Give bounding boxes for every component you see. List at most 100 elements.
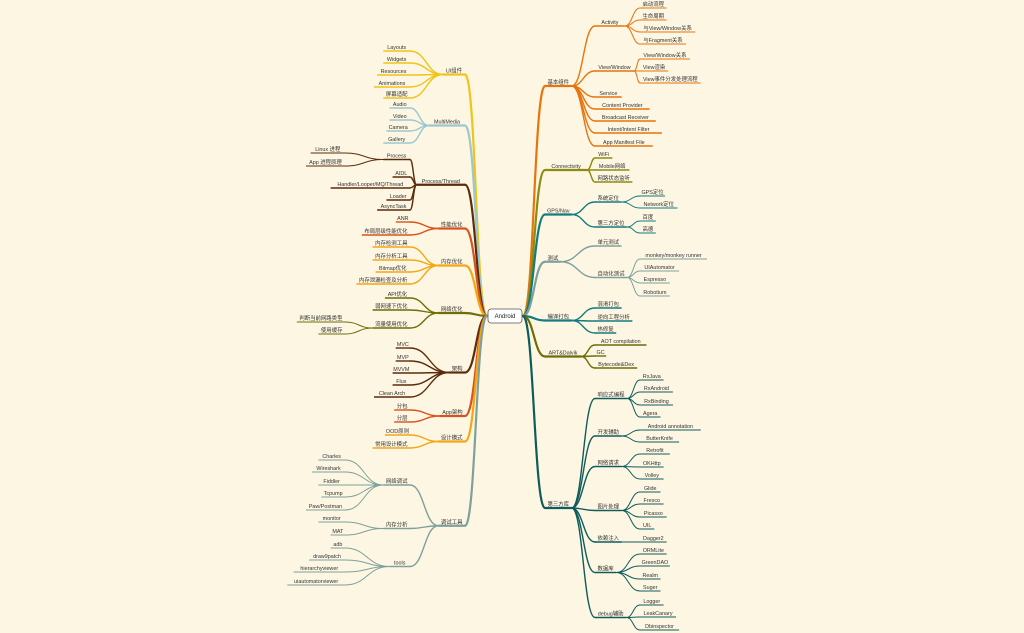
node-tcpump[interactable]: Tcpump (324, 491, 343, 497)
node-loader[interactable]: Loader (390, 194, 407, 200)
node-网路状态监听[interactable]: 网路状态监听 (598, 174, 631, 182)
node-art-dalvik[interactable]: ART&Dalvik (549, 351, 578, 357)
node-分层[interactable]: 分层 (397, 414, 408, 422)
node-内存优化[interactable]: 内存优化 (441, 258, 463, 266)
node-aot-compilation[interactable]: AOT compilation (601, 339, 641, 345)
node-网络调试[interactable]: 网络调试 (386, 477, 408, 485)
node-view-window[interactable]: View/Window (598, 65, 630, 71)
node-layouts[interactable]: Layouts (387, 45, 406, 51)
node-网络优化[interactable]: 网络优化 (441, 305, 463, 313)
node-dagger2[interactable]: Dagger2 (643, 536, 664, 542)
node-uiautomatorviewer[interactable]: uiautomatorviewer (294, 579, 338, 585)
node-suger[interactable]: Suger (643, 585, 658, 591)
node-process[interactable]: Process (387, 154, 407, 160)
node-agera[interactable]: Agera (643, 411, 657, 417)
node-依赖注入[interactable]: 依赖注入 (598, 534, 620, 542)
node-espresso[interactable]: Espresso (644, 277, 666, 283)
node-uil[interactable]: UIL (643, 523, 651, 529)
node-高德[interactable]: 高德 (643, 225, 654, 233)
node-常用设计模式[interactable]: 常用设计模式 (375, 440, 408, 448)
node-ormlite[interactable]: ORMLite (643, 548, 664, 554)
node-内存检测工具[interactable]: 内存检测工具 (375, 239, 408, 247)
node-gps定位[interactable]: GPS定位 (641, 188, 664, 196)
node-process-thread[interactable]: Process/Thread (422, 179, 460, 185)
node-okhttp[interactable]: OKHttp (643, 461, 661, 467)
node-mvvm[interactable]: MVVM (393, 367, 410, 373)
node-dbinspector[interactable]: Dbinspector (645, 624, 674, 630)
node-app架构[interactable]: App架构 (442, 408, 463, 416)
node-flux[interactable]: Flux (396, 379, 406, 385)
node-charles[interactable]: Charles (322, 454, 341, 460)
node-bytecode-dex[interactable]: Bytecode&Dex (598, 362, 634, 368)
node-ood原则[interactable]: OOD原则 (386, 427, 409, 435)
node-单元测试[interactable]: 单元测试 (598, 238, 620, 246)
node-屏幕适配[interactable]: 屏幕适配 (386, 90, 408, 98)
node-connectivity[interactable]: Connectivity (551, 164, 581, 170)
node-view-window关系[interactable]: View/Window关系 (643, 51, 687, 59)
node-数据库[interactable]: 数据库 (598, 565, 615, 573)
node-linux-进程[interactable]: Linux 进程 (315, 145, 341, 153)
node-activity[interactable]: Activity (601, 20, 618, 26)
node-aidl[interactable]: AIDL (395, 171, 407, 177)
node-弱网速下优化[interactable]: 弱网速下优化 (375, 302, 408, 310)
node-uiautomator[interactable]: UIAutomator (644, 265, 674, 271)
node-ui组件[interactable]: UI组件 (446, 67, 463, 75)
node-使用缓存[interactable]: 使用缓存 (321, 326, 343, 334)
node-tools[interactable]: tools (394, 561, 406, 567)
node-响应式编程[interactable]: 响应式编程 (598, 391, 626, 399)
node-混淆打包[interactable]: 混淆打包 (598, 300, 620, 308)
node-realm[interactable]: Realm (642, 573, 658, 579)
node-开发辅助[interactable]: 开发辅助 (598, 428, 620, 436)
node-内存分析[interactable]: 内存分析 (386, 521, 408, 529)
node-rxbinding[interactable]: RxBinding (644, 399, 669, 405)
node-wireshark[interactable]: Wireshark (316, 466, 341, 472)
node-view渲染[interactable]: View渲染 (643, 63, 666, 71)
node-性能优化[interactable]: 性能优化 (441, 221, 463, 229)
node-启动流程[interactable]: 启动流程 (643, 0, 665, 8)
node-animations[interactable]: Animations (379, 81, 406, 87)
node-调试工具[interactable]: 调试工具 (441, 518, 463, 526)
node-glide[interactable]: Glide (644, 486, 657, 492)
node-bitmap优化[interactable]: Bitmap优化 (379, 264, 407, 272)
node-rxjava[interactable]: RxJava (643, 374, 661, 380)
node-widgets[interactable]: Widgets (387, 57, 407, 63)
node-draw9patch[interactable]: draw9patch (313, 554, 341, 560)
node-内存分析工具[interactable]: 内存分析工具 (375, 252, 408, 260)
node-mvc[interactable]: MVC (397, 342, 409, 348)
node-百度[interactable]: 百度 (643, 213, 654, 221)
node-测试[interactable]: 测试 (548, 254, 559, 262)
node-网络请求[interactable]: 网络请求 (598, 459, 620, 467)
node-mat[interactable]: MAT (332, 529, 344, 535)
root-node[interactable]: Android (487, 308, 523, 324)
node-app-进程原理[interactable]: App 进程原理 (309, 158, 342, 166)
node-multimedia[interactable]: MultiMedia (434, 120, 460, 126)
node-broadcast-receiver[interactable]: Broadcast Receiver (602, 115, 649, 121)
node-picasso[interactable]: Picasso (644, 511, 663, 517)
node-adb[interactable]: adb (333, 542, 342, 548)
node-编译打包[interactable]: 编译打包 (548, 313, 570, 321)
node-paw-postman[interactable]: Paw/Postman (309, 504, 342, 510)
node-与fragment关系[interactable]: 与Fragment关系 (643, 36, 683, 44)
node-基本组件[interactable]: 基本组件 (548, 78, 570, 86)
node-handler-looper-mq-thread[interactable]: Handler/Looper/MQ/Thread (337, 182, 403, 188)
node-流量使用优化[interactable]: 流量使用优化 (375, 320, 408, 328)
node-monitor[interactable]: monitor (323, 516, 341, 522)
node-greendao[interactable]: GreenDAO (642, 560, 669, 566)
node-自动化测试[interactable]: 自动化测试 (598, 270, 626, 278)
node-monkey-monkey-runner[interactable]: monkey/monkey runner (645, 253, 702, 259)
node-api优化[interactable]: API优化 (388, 290, 408, 298)
node-android-annotation[interactable]: Android annotation (648, 424, 693, 430)
node-service[interactable]: Service (599, 91, 617, 97)
node-热修复[interactable]: 热修复 (598, 325, 615, 333)
node-mvp[interactable]: MVP (397, 355, 409, 361)
node-leakcanary[interactable]: LeakCanary (643, 611, 672, 617)
node-gps-nav[interactable]: GPS/Nav (547, 209, 570, 215)
node-rxandroid[interactable]: RxAndroid (644, 386, 669, 392)
node-resources[interactable]: Resources (381, 69, 407, 75)
node-anr[interactable]: ANR (397, 216, 408, 222)
node-逆向工程分析[interactable]: 逆向工程分析 (598, 313, 631, 321)
node-fresco[interactable]: Fresco (644, 498, 660, 504)
node-camera[interactable]: Camera (389, 125, 408, 131)
node-第三方定位[interactable]: 第三方定位 (598, 219, 626, 227)
node-clean-arch[interactable]: Clean Arch (379, 391, 405, 397)
